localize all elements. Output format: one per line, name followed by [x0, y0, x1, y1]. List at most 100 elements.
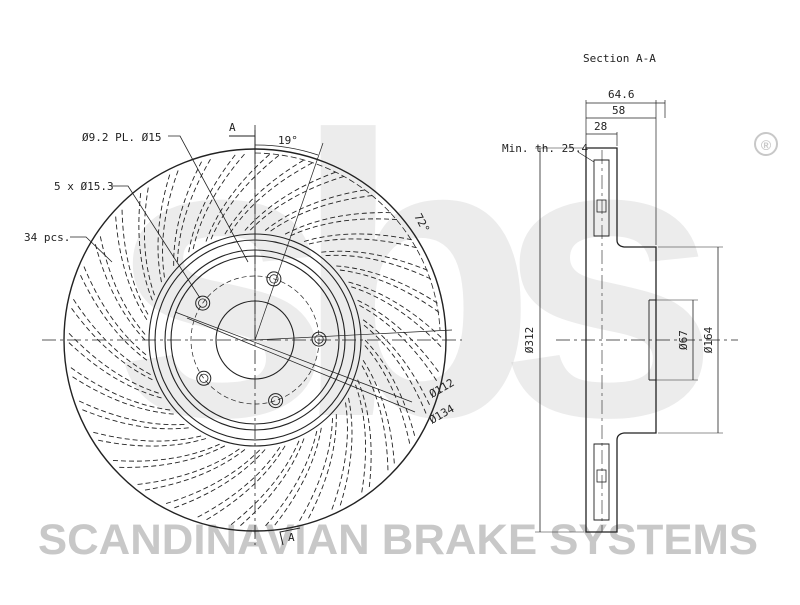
vane-edge	[325, 254, 434, 281]
vane-edge	[224, 158, 306, 235]
wheel-bolt-holes	[195, 271, 327, 409]
angle-19-arc	[254, 144, 319, 156]
angle-19-ray	[254, 142, 324, 341]
vane-edge	[336, 265, 440, 305]
pcd-circle	[190, 275, 320, 405]
bolt-hole-inner	[270, 395, 281, 406]
bolt-hole-inner	[198, 298, 208, 308]
vane-edge	[195, 446, 281, 519]
vane-edge	[357, 299, 441, 374]
vane-edge	[364, 345, 411, 447]
hub-diameter-leader-line	[186, 317, 416, 413]
section-mark-top	[229, 135, 256, 150]
vane-edge	[244, 170, 339, 231]
vane-edge	[163, 449, 261, 505]
vane-edge	[270, 194, 376, 232]
section-view	[535, 100, 738, 533]
vane-channel-upper	[593, 159, 610, 237]
vane-edge	[351, 286, 444, 349]
bolt-hole	[311, 331, 327, 347]
vane-edge	[290, 218, 400, 237]
vane-edge	[71, 296, 151, 375]
vane-edge	[272, 427, 322, 528]
angle-72-arc	[254, 152, 441, 331]
vane-edge	[264, 189, 368, 231]
vane-edge	[204, 445, 286, 522]
cooling-vanes	[66, 151, 444, 529]
vane-edge	[76, 399, 185, 426]
vane-edge	[188, 152, 238, 253]
vane-edge	[134, 448, 240, 486]
vane-edge	[78, 272, 148, 361]
vane-edge	[171, 449, 266, 510]
vane-edge	[228, 440, 300, 527]
vane-edge	[177, 156, 213, 262]
bolt-hole	[195, 295, 211, 311]
bolt-holes-leader	[168, 135, 249, 263]
vane-edge	[362, 319, 432, 408]
vane-slot-upper	[596, 199, 607, 213]
vane-edge	[162, 167, 180, 278]
vane-edge	[249, 175, 347, 231]
vane-edge	[330, 402, 348, 513]
vane-edge	[348, 281, 444, 340]
bolt-hole-inner	[314, 334, 324, 344]
vane-edge	[94, 241, 146, 341]
vane-edge	[362, 359, 395, 467]
vane-edge	[66, 331, 159, 394]
outer-diameter-label: Ø312	[523, 327, 536, 354]
wheel-holes-label: 5 x Ø15.3	[54, 180, 114, 193]
pcd-leader-line	[174, 311, 413, 403]
vane-edge	[115, 213, 148, 321]
vane-edge	[359, 305, 439, 384]
vane-edge	[82, 264, 147, 356]
vane-slot-lower	[596, 469, 607, 483]
vane-edge	[121, 207, 149, 315]
vane-edge	[321, 250, 431, 272]
vane-edge	[90, 431, 202, 442]
watermark-registered: ®	[761, 137, 772, 153]
center-bore-label: Ø67	[677, 330, 690, 350]
vane-edge	[361, 365, 389, 473]
hat-height-label: 58	[612, 104, 625, 117]
vanes-leader	[70, 236, 113, 263]
vane-edge	[66, 340, 162, 399]
vane-edge	[306, 414, 337, 521]
section-mark-bottom	[279, 527, 301, 546]
vane-channel-lower	[593, 443, 610, 521]
vane-edge	[238, 438, 305, 528]
vane-edge	[284, 212, 394, 235]
bolt-hole	[268, 393, 284, 409]
vane-edge	[308, 238, 420, 249]
vane-edge	[205, 152, 272, 242]
angle-19-label: 19°	[278, 134, 298, 147]
vane-edge	[142, 449, 246, 491]
registered-mark-circle	[754, 132, 778, 156]
front-view	[42, 125, 462, 546]
thickness-label: 28	[594, 120, 607, 133]
vane-edge	[339, 397, 353, 509]
section-profile-outline	[585, 147, 657, 533]
wheel-holes-leader	[112, 185, 201, 299]
sbs-watermark: sbs ® SCANDINAVIAN BRAKE SYSTEMS	[38, 53, 778, 564]
section-view-labels: Section A-A 64.6 58 28 Min. th. 25.4 Ø31…	[502, 52, 715, 353]
vane-edge	[303, 233, 415, 242]
angle-72-ray	[254, 329, 453, 341]
vane-edge	[157, 171, 171, 283]
vane-edge	[297, 418, 333, 524]
vane-edge	[79, 408, 189, 430]
vane-edge	[69, 306, 153, 381]
vane-edge	[110, 443, 220, 462]
bolt-hole-inner	[199, 373, 209, 383]
vane-edge	[210, 153, 282, 240]
vane-edge	[363, 324, 428, 416]
vane-edge	[263, 430, 318, 529]
vane-edge	[99, 233, 146, 335]
vane-edge	[355, 384, 366, 496]
watermark-tagline: SCANDINAVIAN BRAKE SYSTEMS	[38, 516, 758, 564]
bolt-holes-label: Ø9.2 PL. Ø15	[82, 131, 161, 144]
vane-edge	[339, 269, 442, 315]
section-title: Section A-A	[583, 52, 656, 65]
